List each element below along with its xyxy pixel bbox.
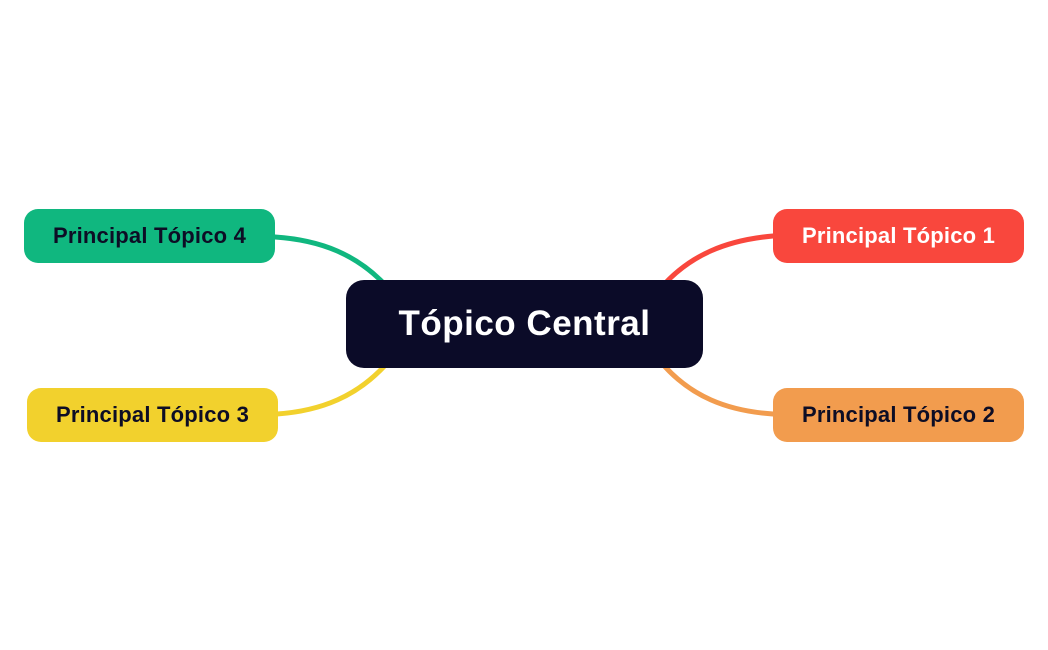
topic-node-4[interactable]: Principal Tópico 4 bbox=[24, 209, 275, 263]
topic-node-1-label: Principal Tópico 1 bbox=[801, 223, 996, 248]
topic-node-2[interactable]: Principal Tópico 2 bbox=[773, 388, 1024, 442]
topic-node-3[interactable]: Principal Tópico 3 bbox=[27, 388, 278, 442]
topic-node-3-label: Principal Tópico 3 bbox=[55, 402, 250, 427]
topic-node-2-label: Principal Tópico 2 bbox=[801, 402, 996, 427]
connector-topic-2 bbox=[657, 358, 776, 417]
connector-topic-3 bbox=[274, 358, 392, 417]
central-topic-node[interactable]: Tópico Central bbox=[346, 280, 703, 368]
topic-node-4-label: Principal Tópico 4 bbox=[52, 223, 247, 248]
central-topic-label: Tópico Central bbox=[398, 304, 651, 343]
topic-node-1[interactable]: Principal Tópico 1 bbox=[773, 209, 1024, 263]
